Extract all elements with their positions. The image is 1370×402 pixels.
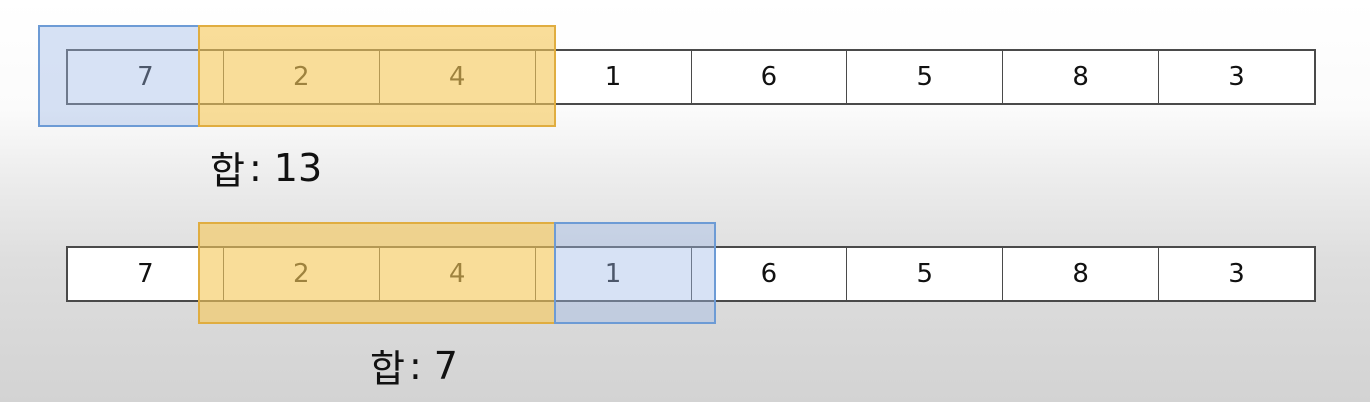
array-cell: 1 xyxy=(534,51,691,103)
array-cell: 6 xyxy=(690,51,847,103)
sum-label-row-1: 합 : 13 xyxy=(210,140,322,195)
array-cell: 3 xyxy=(1158,51,1314,103)
array-cell: 5 xyxy=(846,248,1002,300)
sum-colon: : xyxy=(248,145,262,190)
window-highlight-row-2 xyxy=(198,222,556,324)
sum-label-row-2: 합 : 7 xyxy=(370,338,458,393)
sum-value: 7 xyxy=(433,343,458,388)
sum-label-text: 합 xyxy=(370,347,405,391)
window-highlight-row-1 xyxy=(198,25,556,127)
array-cell: 3 xyxy=(1158,248,1314,300)
array-cell: 7 xyxy=(137,62,154,92)
added-element-highlight xyxy=(554,222,716,324)
array-cell: 7 xyxy=(137,259,154,289)
array-cell: 8 xyxy=(1002,51,1158,103)
sum-value: 13 xyxy=(273,145,323,190)
array-cell: 6 xyxy=(690,248,847,300)
removed-element-highlight xyxy=(38,25,200,127)
sum-colon: : xyxy=(408,343,422,388)
array-cell: 5 xyxy=(846,51,1002,103)
array-cell: 8 xyxy=(1002,248,1158,300)
sum-label-text: 합 xyxy=(210,149,245,193)
